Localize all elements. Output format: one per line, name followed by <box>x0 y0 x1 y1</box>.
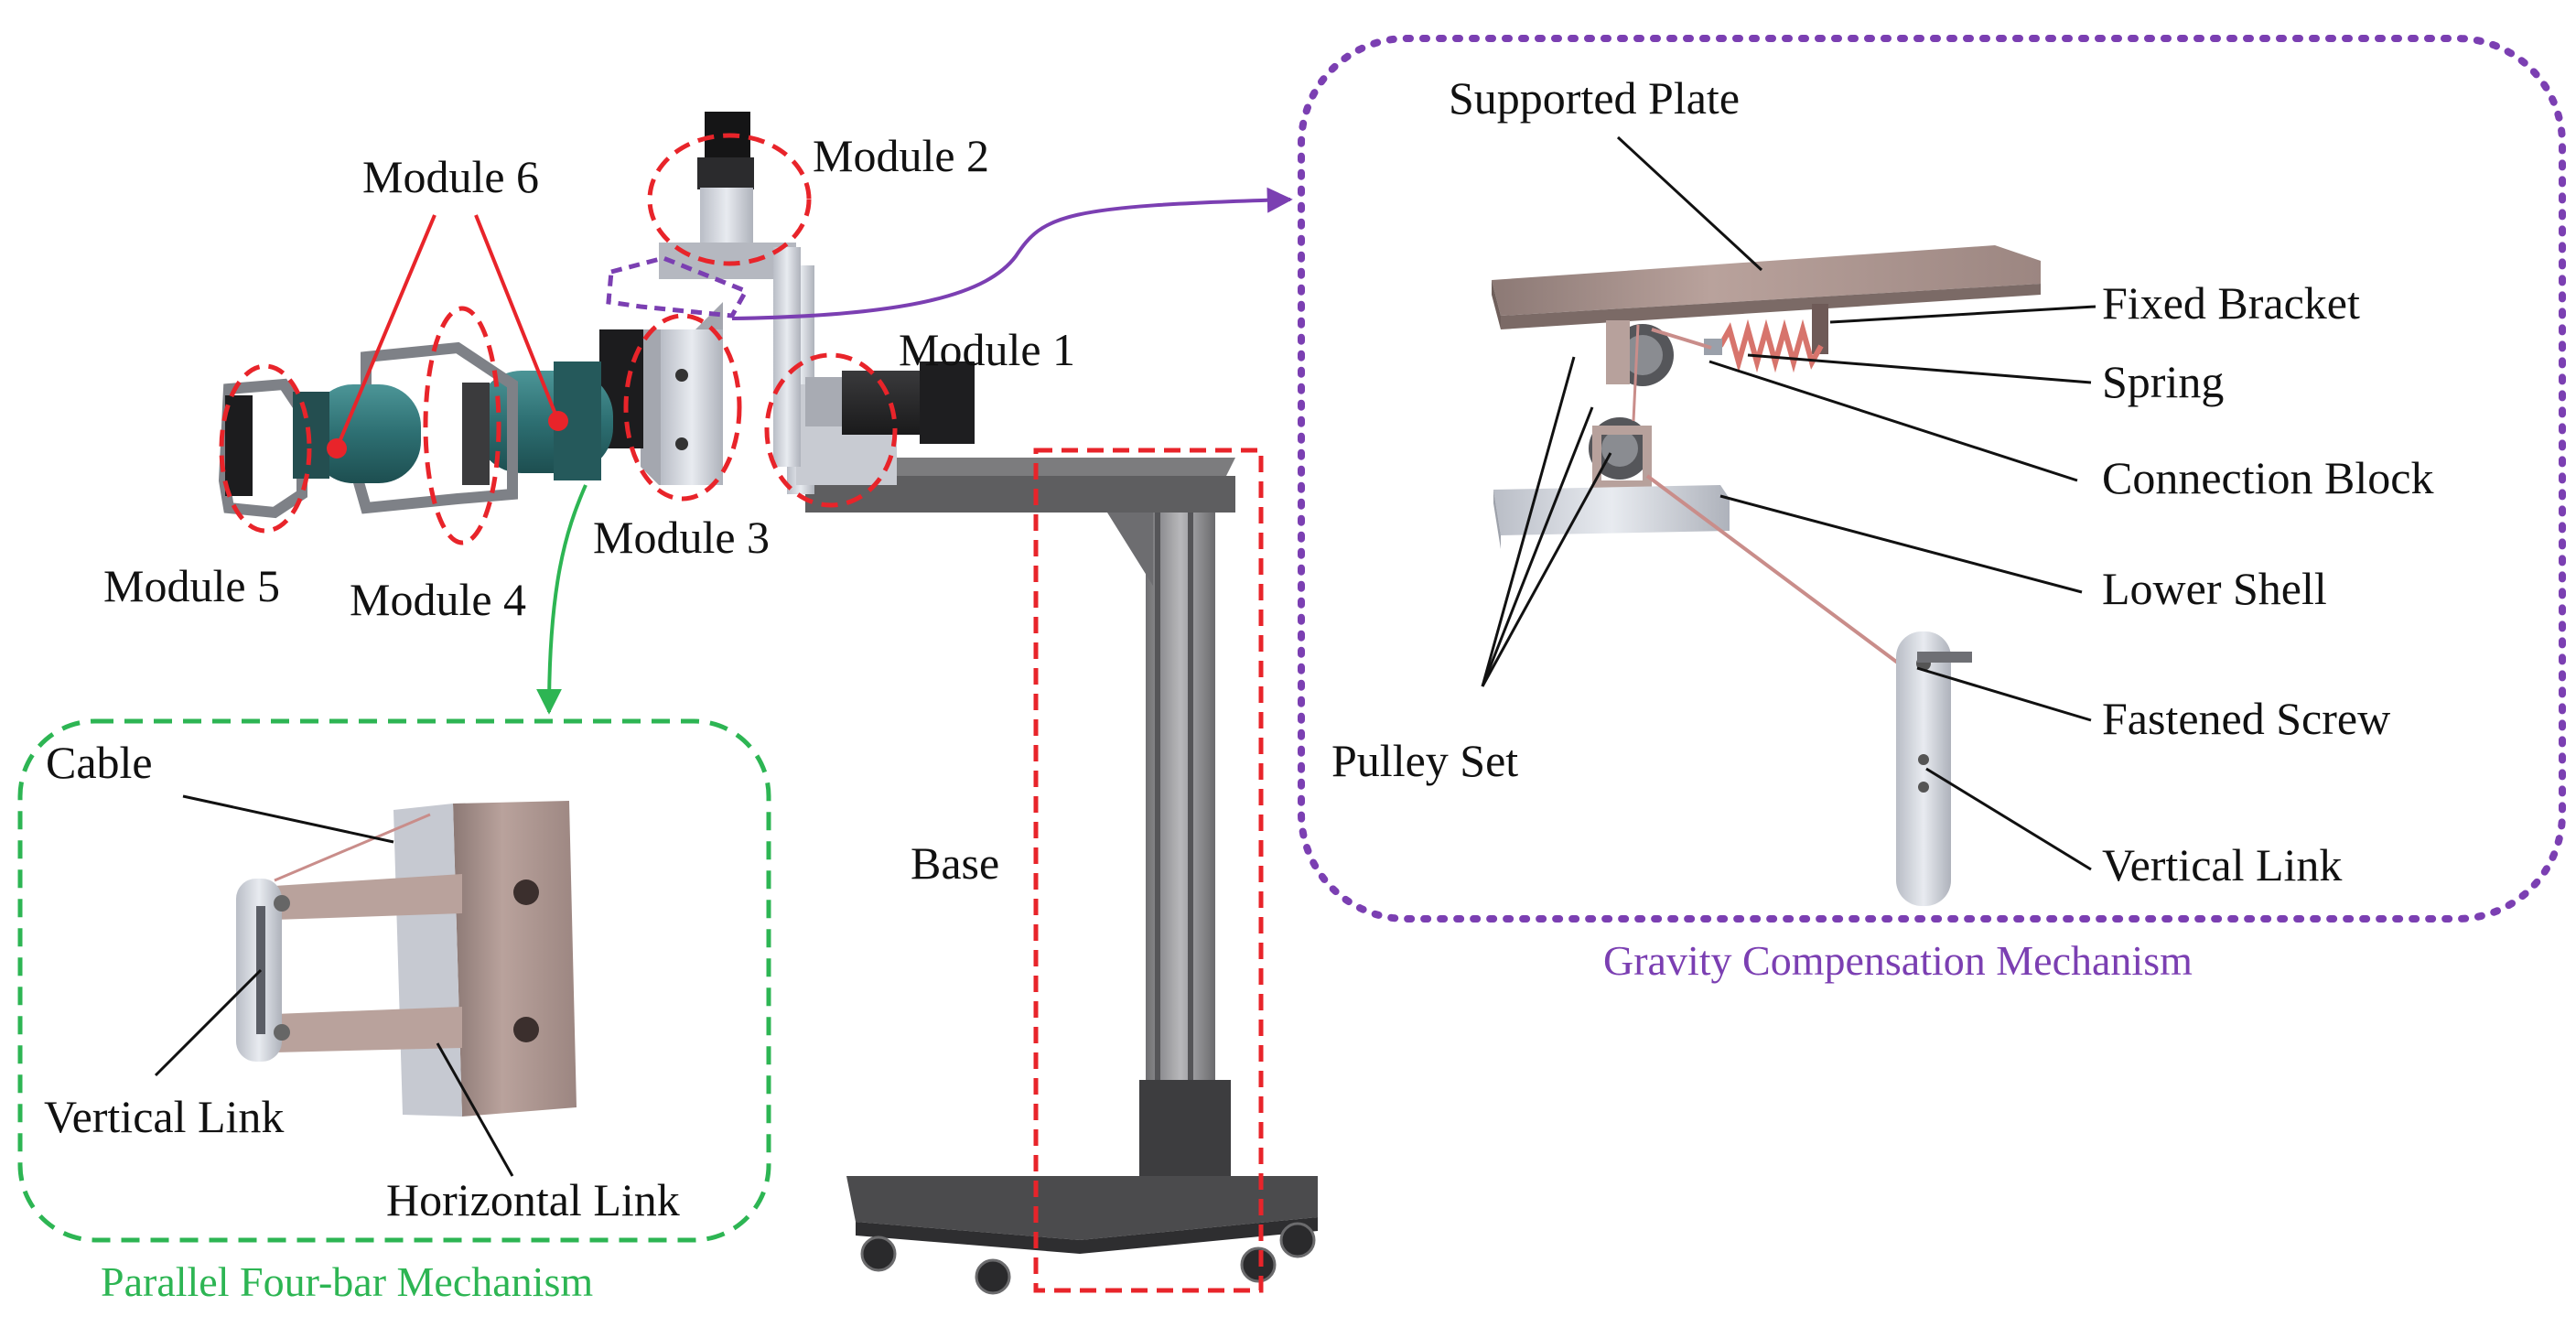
module-1-label: Module 1 <box>899 324 1076 375</box>
fourbar-link-indicator <box>536 484 587 715</box>
module-3-assembly <box>599 302 723 485</box>
module-3-label: Module 3 <box>593 512 771 563</box>
gravity-panel-frame <box>1298 35 2566 923</box>
fourbar-panel-frame <box>17 718 771 1243</box>
gravity-mechanism-drawing <box>1492 245 2041 906</box>
cable-label: Cable <box>46 737 153 788</box>
fastened-screw-label: Fastened Screw <box>2102 693 2391 744</box>
module-4-6-cylinder <box>350 341 613 514</box>
module-2-label: Module 2 <box>813 130 990 181</box>
fourbar-vertical-link-label: Vertical Link <box>44 1091 285 1142</box>
module-5-6-cylinder <box>218 378 421 519</box>
gravity-leaders <box>1481 135 2096 871</box>
module-6-pointers <box>327 214 568 459</box>
robot-assembly <box>218 112 1318 1295</box>
module-6-label: Module 6 <box>362 151 540 202</box>
gravity-caption: Gravity Compensation Mechanism <box>1603 937 2193 984</box>
module-markers <box>219 133 1264 1293</box>
supported-plate-label: Supported Plate <box>1449 72 1741 124</box>
connection-block-label: Connection Block <box>2102 452 2434 503</box>
fourbar-mechanism-drawing <box>236 801 577 1117</box>
module-4-label: Module 4 <box>350 574 527 625</box>
module-5-label: Module 5 <box>103 560 281 611</box>
lower-shell-label: Lower Shell <box>2102 563 2327 614</box>
fixed-bracket-label: Fixed Bracket <box>2102 277 2360 329</box>
horizontal-link-label: Horizontal Link <box>386 1174 680 1225</box>
gravity-vertical-link-label: Vertical Link <box>2102 839 2343 890</box>
fourbar-leaders <box>154 794 514 1177</box>
pulley-set-label: Pulley Set <box>1331 735 1519 786</box>
spring-label: Spring <box>2102 356 2225 407</box>
fourbar-caption: Parallel Four-bar Mechanism <box>101 1258 594 1305</box>
base-stand <box>805 458 1318 1295</box>
base-label: Base <box>911 837 1000 889</box>
gravity-link-indicator <box>606 187 1293 320</box>
